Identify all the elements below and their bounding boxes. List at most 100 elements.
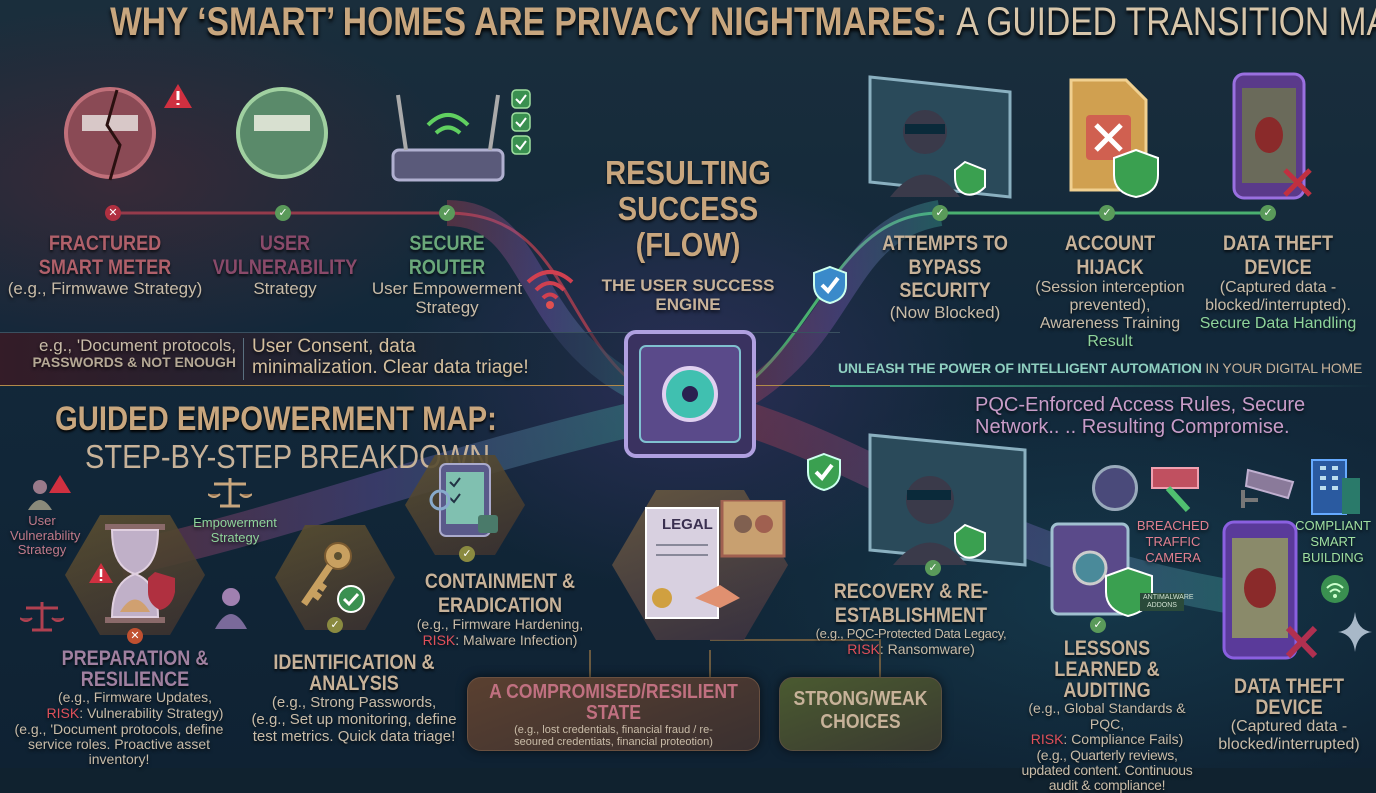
step-desc: (e.g., Global Standards & PQC, [1028, 700, 1186, 732]
band-right-line1: User Consent, data [252, 336, 416, 357]
node-account-hijack: ACCOUNT HIJACK(Session interception prev… [1030, 232, 1190, 351]
key-icon [301, 542, 352, 606]
tagline: UNLEASH THE POWER OF INTELLIGENT AUTOMAT… [838, 360, 1362, 376]
warning-icon [89, 563, 113, 583]
center-title: RESULTING SUCCESS (FLOW) [568, 155, 808, 263]
smart-building-icon [1311, 459, 1360, 515]
node-title: ATTEMPTS TO BYPASS SECURITY [882, 232, 1008, 303]
band-left-line2: PASSWORDS & NOT ENOUGH [32, 354, 236, 371]
blocked-intruder-icon [868, 75, 1012, 199]
band-left: e.g., 'Document protocols, PASSWORDS & N… [0, 336, 236, 371]
node-data-theft-top: DATA THEFT DEVICE(Captured data - blocke… [1190, 232, 1366, 333]
node-desc: (Session interception prevented), Awaren… [1035, 279, 1185, 332]
fractured-meter-icon [64, 87, 156, 181]
step-recovery: RECOVERY & RE-ESTABLISHMENT (e.g., PQC-P… [812, 580, 1010, 657]
status-check-icon: ✓ [439, 205, 455, 221]
warning-icon [49, 475, 71, 493]
traffic-camera-icon [1151, 467, 1199, 513]
phone-checklist-icon [429, 463, 498, 537]
page-title: WHY ‘SMART’ HOMES ARE PRIVACY NIGHTMARES… [110, 0, 1376, 45]
step-desc: (e.g., Strong Passwords, [271, 694, 437, 711]
warning-icon [164, 84, 192, 108]
checklist-icon [511, 89, 531, 155]
node-fractured-meter: FRACTURED SMART METER (e.g., Firmwawe St… [5, 232, 205, 298]
center-title-text: RESULTING SUCCESS (FLOW) [605, 154, 771, 263]
check-icon [337, 585, 365, 613]
divider [830, 385, 1376, 387]
step-desc: : Compliance Fails) [1063, 731, 1184, 748]
shield-check-icon [807, 452, 841, 492]
step-title: LESSONS LEARNED & AUDITING [1054, 637, 1160, 702]
risk-label: RISK [847, 640, 880, 657]
status-check-icon: ✓ [1260, 205, 1276, 221]
cctv-camera-icon [1241, 468, 1295, 508]
step-desc: : Vulnerability Strategy) [79, 704, 224, 721]
step-preparation-note: (e.g., 'Document protocols, define servi… [14, 721, 224, 767]
pqc-note: PQC-Enforced Access Rules, Secure Networ… [975, 394, 1306, 439]
scales-icon [20, 602, 64, 632]
status-check-icon: ✓ [925, 560, 941, 576]
tagline-rest: IN YOUR DIGITAL HOME [1205, 360, 1363, 376]
status-x-icon: ✕ [127, 628, 143, 644]
risk-label: RISK [422, 631, 456, 648]
person-icon [215, 588, 247, 629]
shield-check-icon [813, 265, 847, 305]
router-icon [391, 94, 505, 182]
band-left-line1: e.g., 'Document protocols, [39, 336, 236, 355]
breached-camera-label: BREACHED TRAFFIC CAMERA [1136, 518, 1210, 565]
sim-card-hijack-icon [1069, 78, 1159, 199]
band-right-line2: minimalization. Clear data triage! [252, 357, 529, 379]
step-containment: CONTAINMENT & ERADICATION (e.g., Firmwar… [400, 570, 600, 648]
infected-phone-icon [1232, 72, 1312, 200]
map-subtitle: STEP-BY-STEP BREAKDOWN [85, 438, 491, 475]
step-title: RECOVERY & RE-ESTABLISHMENT [833, 580, 989, 627]
status-x-icon: ✕ [105, 205, 121, 221]
map-title: GUIDED EMPOWERMENT MAP: [55, 400, 497, 438]
step-title: DATA THEFT DEVICE [1233, 675, 1344, 719]
step-data-theft-note: blocked/interrupted) [1218, 735, 1360, 753]
node-note: Result [1087, 332, 1133, 350]
user-icon [28, 480, 52, 510]
node-desc: (e.g., Firmwawe Strategy) [7, 279, 203, 299]
status-check-icon: ✓ [275, 205, 291, 221]
divider [243, 338, 244, 380]
state-title: STRONG/WEAK CHOICES [793, 688, 928, 733]
step-identification: IDENTIFICATION & ANALYSIS (e.g., Strong … [242, 652, 466, 745]
status-check-icon: ✓ [1099, 205, 1115, 221]
sparkle-icon [1338, 612, 1372, 652]
user-vulnerability-label: User Vulnerability Strategy [10, 513, 81, 558]
state-desc: (e.g., lost credentials, financial fraud… [514, 724, 713, 748]
scales-icon [208, 478, 252, 508]
step-lessons-note: (e.g., Quarterly reviews, updated conten… [1021, 747, 1193, 793]
tagline-bold: UNLEASH THE POWER OF INTELLIGENT AUTOMAT… [838, 360, 1202, 376]
compliant-building-label: COMPLIANT SMART BUILDING [1295, 518, 1371, 565]
status-check-icon: ✓ [1090, 617, 1106, 633]
node-user-vulnerability: USER VULNERABILITY Strategy [195, 232, 375, 298]
step-preparation: PREPARATION & RESILIENCE (e.g., Firmware… [30, 648, 240, 721]
empowerment-label: Empowerment Strategy [193, 515, 277, 545]
title-main: WHY ‘SMART’ HOMES ARE PRIVACY NIGHTMARES… [110, 0, 948, 44]
node-title: USER VULNERABILITY [212, 232, 358, 279]
legal-document-icon [645, 500, 786, 619]
step-title: IDENTIFICATION & ANALYSIS [273, 651, 435, 695]
safe-engine-icon [624, 330, 756, 458]
step-data-theft: DATA THEFT DEVICE (Captured data - block… [1204, 676, 1374, 754]
node-note: Secure Data Handling [1199, 314, 1357, 332]
step-desc: (Captured data - [1230, 718, 1348, 735]
node-bypass-security: ATTEMPTS TO BYPASS SECURITY(Now Blocked) [855, 232, 1035, 322]
gauge-icon [1092, 465, 1138, 511]
step-desc: : Ransomware) [879, 640, 975, 657]
node-desc: (Captured data - blocked/interrupted). [1205, 279, 1351, 314]
smart-meter-icon [236, 87, 328, 179]
hourglass-icon [105, 524, 175, 623]
legal-label: LEGAL [662, 516, 713, 533]
wifi-icon [526, 270, 574, 309]
node-desc: (Now Blocked) [889, 302, 1001, 322]
step-desc: (e.g., Set up monitoring, define test me… [251, 711, 457, 745]
node-title: ACCOUNT HIJACK [1064, 232, 1156, 279]
step-desc: (e.g., Firmware Updates, [57, 689, 213, 705]
step-title: CONTAINMENT & ERADICATION [424, 570, 576, 617]
center-subtitle: THE USER SUCCESS ENGINE [601, 276, 775, 315]
step-desc: : Malware Infection) [455, 631, 578, 648]
node-title: DATA THEFT DEVICE [1222, 232, 1333, 279]
